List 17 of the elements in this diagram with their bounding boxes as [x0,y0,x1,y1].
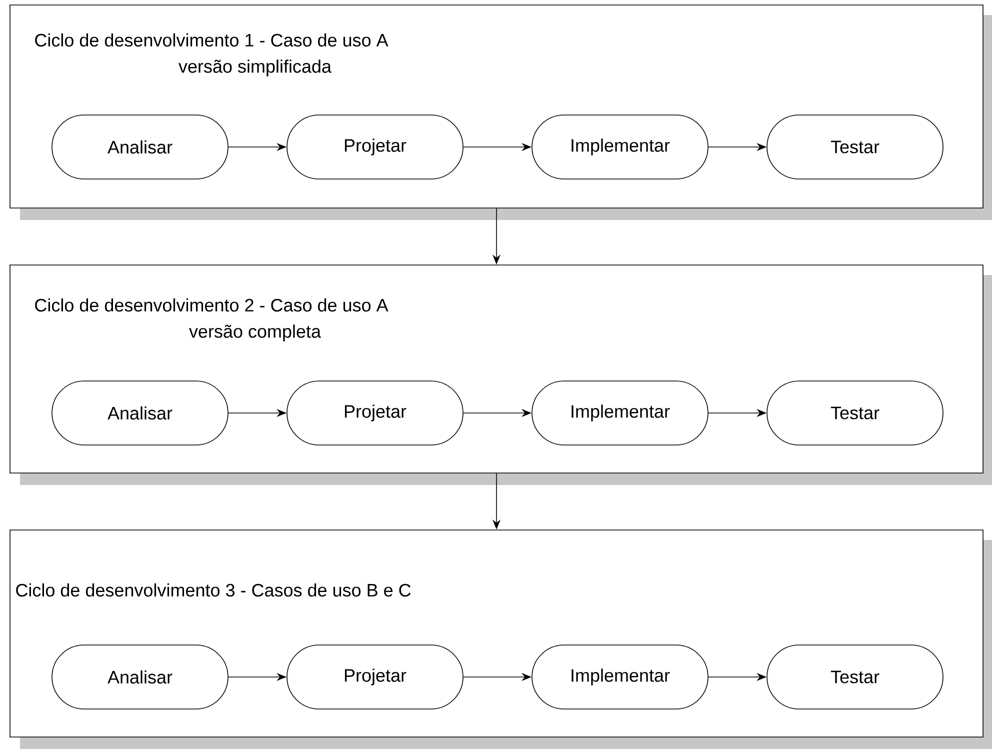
panel-title: versão completa [189,324,321,342]
process-pill: Projetar [286,644,464,710]
panel-title: Ciclo de desenvolvimento 1 - Caso de uso A [35,33,388,47]
process-pill: Implementar [532,380,708,446]
process-pill: Analisar [52,114,228,180]
panel-title: Ciclo de desenvolvimento 3 - Casos de uso B e C [16,583,411,597]
process-pill: Implementar [532,114,708,180]
process-pill: Testar [766,644,944,710]
panel-title: Ciclo de desenvolvimento 2 - Caso de uso A [35,298,388,312]
process-pill: Implementar [532,644,708,710]
panel-title: versão simplificada [178,60,332,76]
process-pill: Projetar [286,380,464,446]
process-pill: Testar [766,114,944,180]
process-pill: Projetar [286,114,464,180]
process-pill: Analisar [52,380,228,446]
process-pill: Testar [766,380,944,446]
process-pill: Analisar [52,644,228,710]
